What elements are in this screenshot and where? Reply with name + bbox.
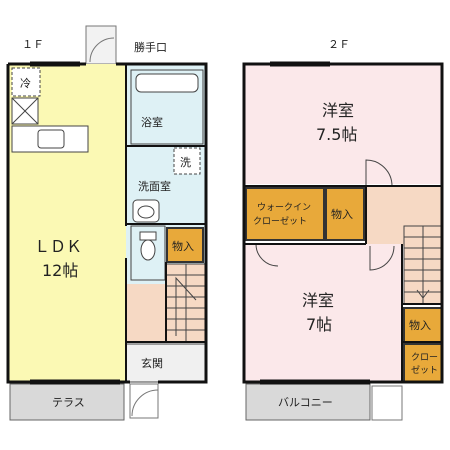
toilet-tank (139, 231, 157, 241)
storage-2f-b-label: 物入 (409, 318, 431, 332)
room-label: 洋室 (302, 291, 334, 310)
door-swing-room-7 (369, 245, 395, 271)
windows-1f (30, 61, 120, 385)
stair-arrow-1f (175, 276, 197, 336)
door-swing-closet (255, 243, 279, 267)
west-room-size: 7.5帖 (316, 125, 357, 144)
stair-arrow-2f (416, 236, 430, 300)
walkin-label-2: クローゼット (253, 215, 307, 227)
windows-2f (260, 61, 370, 385)
washroom-label: 洗面室 (138, 179, 171, 193)
ldk-size: 12帖 (42, 261, 78, 280)
storage-2f-a-label: 物入 (331, 207, 353, 221)
floor-2: ２Ｆ 洋室 7.5帖 ウォークイン クローゼット 物入 洋室 7帖 (242, 38, 444, 421)
closet-2f (403, 343, 443, 383)
walkin-closet (245, 187, 325, 241)
storage-1f (166, 227, 204, 263)
closet-label-2: ゼット (411, 364, 438, 376)
closet-label-1: クロー (411, 352, 438, 363)
walls-2f (242, 62, 444, 384)
balcony-step (371, 385, 403, 421)
storage-2f-a (325, 187, 365, 241)
balcony-label: バルコニー (278, 396, 333, 409)
fridge-label: 冷 (20, 77, 31, 90)
west-room-7-5 (244, 64, 442, 184)
basin-bowl (137, 205, 155, 219)
terrace (9, 383, 125, 421)
bathtub (135, 73, 199, 93)
floor-1-label: １Ｆ (22, 38, 44, 51)
toilet-bowl (140, 239, 156, 261)
laundry-label: 洗 (180, 156, 191, 169)
room-7 (244, 244, 402, 382)
floor-2-label: ２Ｆ (328, 38, 350, 51)
entrance-step (129, 383, 159, 419)
fridge-space (11, 67, 41, 97)
entrance (125, 343, 207, 383)
terrace-label: テラス (52, 396, 85, 409)
walkin-label-1: ウォークイン (257, 202, 311, 213)
kitchen-sink (37, 129, 65, 149)
entrance-label: 玄関 (141, 356, 163, 370)
floor-1: １Ｆ 勝手口 浴室 洗 洗面室 物入 (6, 25, 208, 421)
back-door-label: 勝手口 (134, 40, 167, 54)
door-swing-west-room (365, 159, 393, 187)
bath-label: 浴室 (141, 115, 163, 129)
entrance-door-swing (131, 389, 159, 417)
hall-1f (126, 284, 166, 342)
back-door-step (85, 25, 117, 65)
stair-steps-1f (166, 264, 206, 342)
interior-walls-2f (244, 185, 442, 382)
interior-walls-1f (125, 64, 206, 382)
back-door-swing (89, 37, 115, 63)
laundry-space (173, 147, 201, 175)
storage-1f-label: 物入 (172, 239, 194, 253)
ldk-label: ＬＤＫ (34, 237, 82, 256)
room-size: 7帖 (306, 315, 332, 334)
west-room-label: 洋室 (322, 101, 354, 120)
